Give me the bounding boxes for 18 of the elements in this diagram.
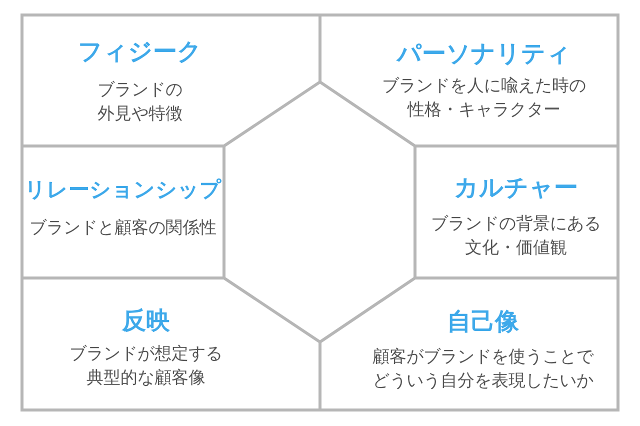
facet-description: 顧客がブランドを使うことでどういう自分を表現したいか (372, 346, 595, 393)
facet-title: リレーションシップ (24, 177, 222, 203)
facet-panel (20, 13, 322, 148)
facet-panel (318, 13, 620, 148)
facet-description: ブランドと顧客の関係性 (28, 217, 218, 240)
facet-panel (20, 144, 226, 280)
facet-title: パーソナリティ (397, 40, 571, 68)
facet-panel (318, 276, 620, 412)
facet-description: ブランドの背景にある文化・価値観 (430, 213, 602, 260)
facet-description: ブランドの外見や特徴 (96, 79, 184, 126)
facet-description: ブランドを人に喩えた時の性格・キャラクター (381, 75, 587, 122)
facet-panel (20, 276, 322, 412)
facet-panel (413, 144, 620, 280)
facet-title: 反映 (122, 306, 170, 336)
facet-description: ブランドが想定する典型的な顧客像 (68, 343, 224, 390)
facet-title: フィジーク (78, 38, 202, 66)
facet-title: 自己像 (447, 308, 519, 336)
facet-title: カルチャー (454, 174, 578, 202)
